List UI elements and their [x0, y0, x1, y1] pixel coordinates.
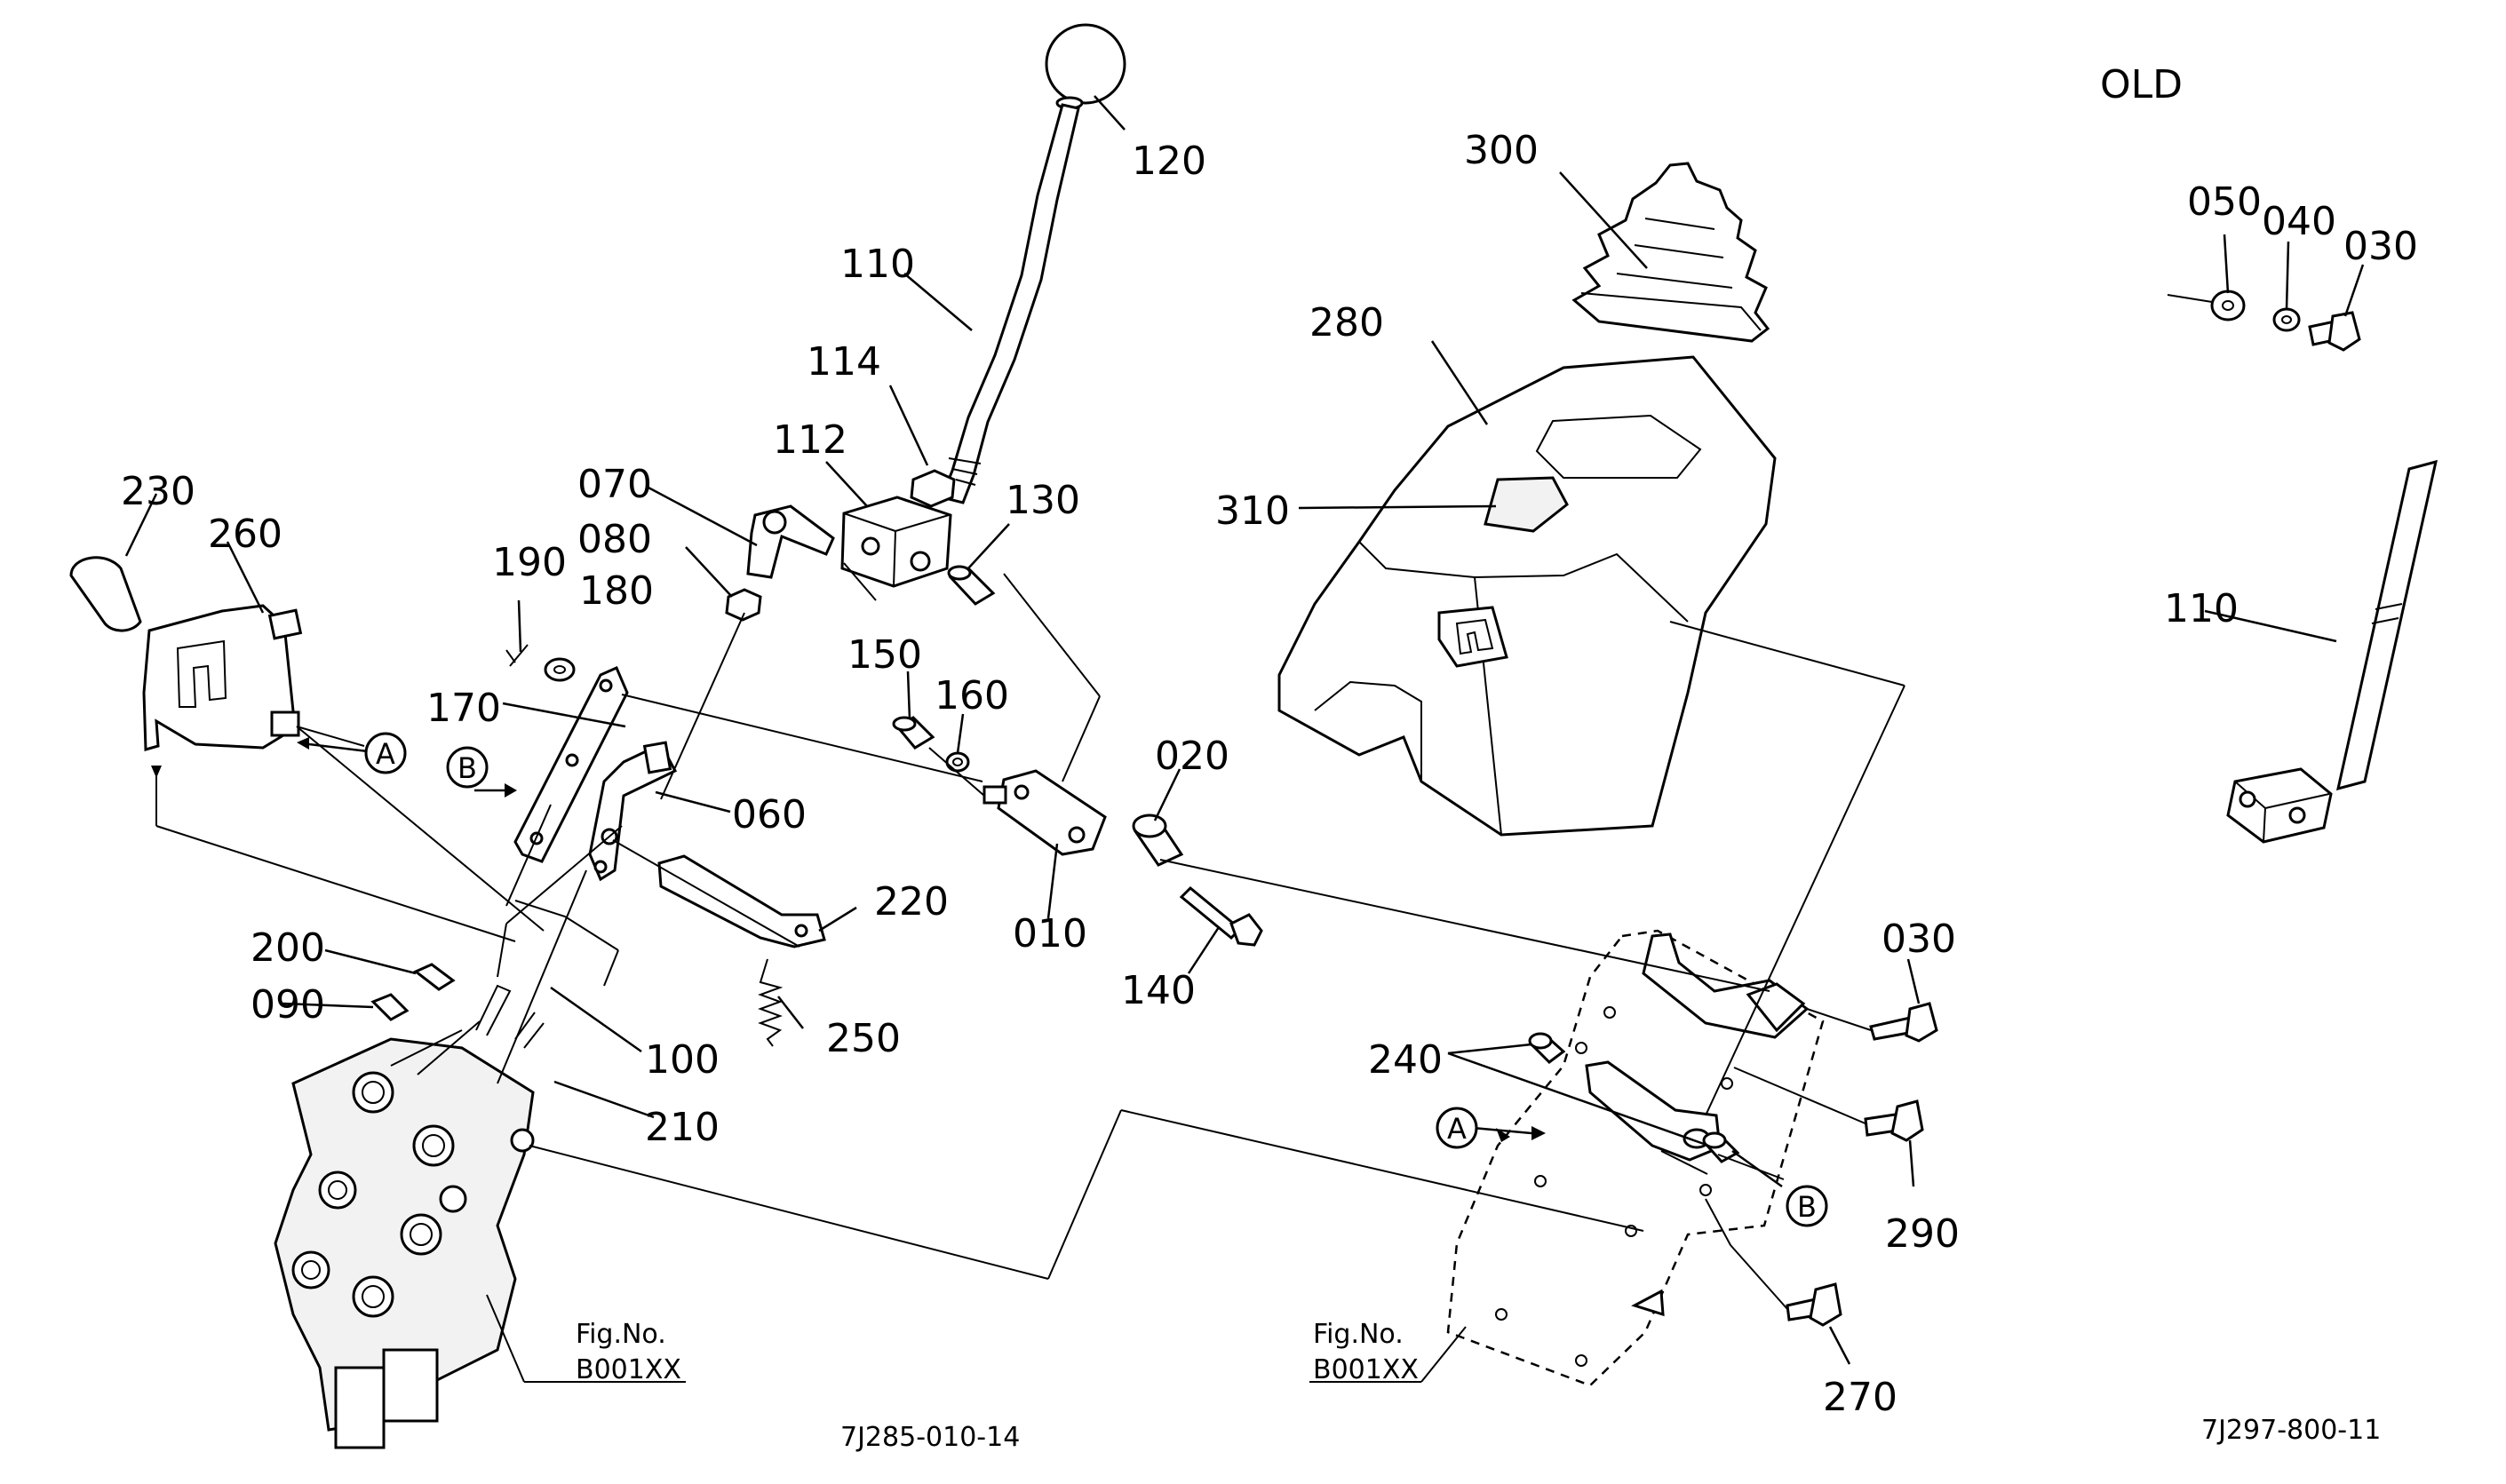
callout-b-left-letter: B [457, 751, 477, 785]
panel-bracket-assembly [1446, 929, 1938, 1387]
label-part-270: 270 [1823, 1375, 1897, 1420]
callout-a-left-letter: A [376, 737, 395, 771]
label-part-250: 250 [826, 1016, 901, 1061]
figref-left-caption: Fig.No. [576, 1319, 666, 1350]
label-part-180: 180 [579, 568, 654, 614]
label-old: OLD [2100, 62, 2183, 107]
label-part-240: 240 [1368, 1037, 1443, 1083]
label-part-310: 310 [1215, 488, 1290, 534]
label-part-210: 210 [645, 1105, 720, 1150]
label-part-090: 090 [251, 982, 325, 1028]
label-part-230: 230 [121, 469, 195, 514]
label-part-140: 140 [1121, 968, 1196, 1013]
assembly-lines [124, 95, 2365, 1383]
linkage-assembly [370, 644, 1263, 1047]
figure-reference-right: Fig.No. B001XX [1313, 1319, 1419, 1385]
label-part-060: 060 [732, 792, 807, 837]
label-part-110-old: 110 [2164, 586, 2239, 631]
drawing-code-right: 7J297-800-11 [2201, 1415, 2381, 1446]
lever-assembly [725, 23, 1126, 622]
label-part-030-old: 030 [2343, 224, 2418, 269]
figure-reference-left: Fig.No. B001XX [576, 1319, 681, 1385]
label-part-200: 200 [251, 925, 325, 971]
callout-a-left: A [364, 732, 407, 774]
label-part-110: 110 [840, 242, 915, 287]
label-part-220: 220 [874, 879, 949, 925]
label-part-150: 150 [847, 632, 922, 678]
label-part-170: 170 [426, 686, 501, 731]
label-part-290: 290 [1885, 1211, 1960, 1257]
callout-b-right-letter: B [1797, 1190, 1817, 1224]
label-part-070: 070 [577, 462, 652, 507]
label-part-020: 020 [1155, 734, 1229, 779]
part-labels: OLD 120 110 114 112 130 070 080 190 180 … [121, 62, 2418, 1420]
drawing-code-center: 7J285-010-14 [840, 1422, 1020, 1453]
figref-left-number: B001XX [576, 1354, 681, 1385]
label-part-040: 040 [2262, 199, 2336, 244]
guide-bracket-assembly [69, 556, 303, 751]
label-part-010: 010 [1013, 911, 1087, 956]
label-part-030: 030 [1881, 917, 1956, 962]
old-parts-inset [2167, 290, 2438, 844]
callout-b-right: B [1786, 1185, 1828, 1227]
label-part-080: 080 [577, 517, 652, 562]
label-part-260: 260 [208, 512, 282, 557]
callout-a-right-letter: A [1447, 1112, 1467, 1146]
figref-right-number: B001XX [1313, 1354, 1419, 1385]
label-part-100: 100 [645, 1037, 720, 1083]
console-cover-assembly [1277, 162, 1777, 837]
label-part-120: 120 [1132, 139, 1206, 184]
label-part-130: 130 [1006, 478, 1080, 523]
label-part-280: 280 [1309, 300, 1384, 345]
label-part-300: 300 [1464, 128, 1539, 173]
label-part-114: 114 [807, 339, 881, 385]
label-part-190: 190 [492, 540, 567, 585]
label-part-112: 112 [773, 417, 847, 463]
callout-a-right: A [1436, 1107, 1478, 1149]
label-part-050: 050 [2187, 179, 2262, 225]
label-part-160: 160 [935, 673, 1009, 718]
control-valve-body [274, 984, 545, 1449]
callout-b-left: B [446, 746, 489, 789]
figref-right-caption: Fig.No. [1313, 1319, 1404, 1350]
